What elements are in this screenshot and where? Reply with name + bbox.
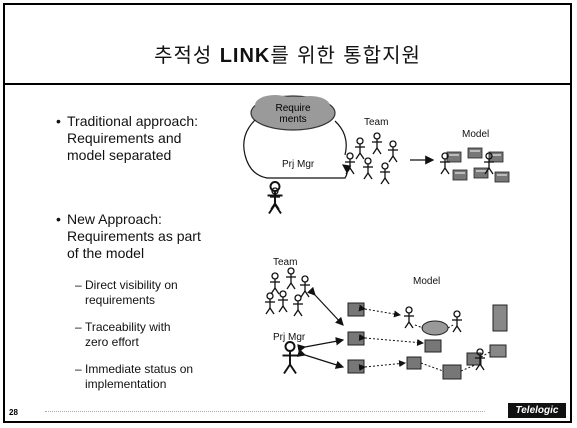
team-model-arrow-bottom	[307, 286, 344, 326]
subbullet-line: Immediate status on	[85, 362, 194, 376]
subbullet-line: requirements	[85, 293, 156, 307]
team-label-bottom: Team	[273, 257, 297, 268]
diagram-canvas: Require ments Prj Mgr Team Model	[243, 95, 510, 380]
bullet-line: model separated	[67, 147, 172, 163]
subbullet-traceability: – Traceability with zero effort	[75, 320, 171, 349]
bullet-new-approach: • New Approach: Requirements as part of …	[56, 211, 201, 262]
subbullet-line: Traceability with	[85, 320, 171, 334]
subbullet-line: Direct visibility on	[85, 278, 178, 292]
bullet-line: Requirements as part	[67, 228, 201, 244]
bullet-traditional: • Traditional approach: Requirements and…	[56, 113, 199, 164]
page-number: 28	[9, 408, 18, 417]
cloud-label-1: Require	[275, 103, 310, 114]
title-part-2: 를 위한 통합지원	[270, 43, 421, 67]
slide: 추적성 LINK를 위한 통합지원 • Traditional approach…	[3, 3, 572, 423]
prj-mgr-figure-bottom	[281, 341, 299, 375]
subbullet-status: – Immediate status on implementation	[75, 362, 194, 391]
bullet-line: New Approach:	[67, 211, 162, 227]
requirements-cloud: Require ments	[250, 95, 336, 131]
prj-mgr-label-top: Prj Mgr	[282, 159, 315, 170]
top-diagram: Require ments Prj Mgr Team Model	[243, 95, 510, 215]
bullet-line: Requirements and	[67, 130, 182, 146]
team-figures-bottom	[264, 267, 311, 317]
subbullet-visibility: – Direct visibility on requirements	[75, 278, 178, 307]
bullet-dot: •	[56, 113, 61, 129]
model-cluster-bottom	[347, 302, 508, 380]
bullet-dot: •	[56, 211, 61, 227]
bullet-line: of the model	[67, 245, 145, 261]
telelogic-logo: Telelogic	[508, 403, 566, 418]
title-bar: 추적성 LINK를 위한 통합지원	[5, 5, 570, 85]
title-part-1: 추적성	[154, 43, 220, 67]
team-label-top: Team	[364, 117, 388, 128]
prjmgr-model-arrow-2	[296, 348, 345, 369]
bullet-line: Traditional approach:	[67, 113, 199, 129]
cloud-to-team-line	[334, 120, 347, 156]
prj-mgr-label-bottom: Prj Mgr	[273, 332, 306, 343]
subbullet-line: implementation	[85, 377, 167, 391]
footer-rule	[45, 411, 485, 413]
title-bold-link: LINK	[219, 45, 271, 67]
model-label-top: Model	[462, 129, 489, 140]
slide-title: 추적성 LINK를 위한 통합지원	[5, 39, 570, 68]
cloud-label-2: ments	[279, 114, 306, 125]
team-figures-top	[344, 132, 399, 185]
prjmgr-model-arrow-1	[297, 337, 345, 353]
model-label-bottom: Model	[413, 276, 440, 287]
subbullet-line: zero effort	[85, 335, 139, 349]
model-cluster-top	[439, 147, 510, 183]
cloud-loop-arrow	[243, 119, 352, 179]
bottom-diagram: Team Prj Mgr Model	[264, 257, 508, 380]
